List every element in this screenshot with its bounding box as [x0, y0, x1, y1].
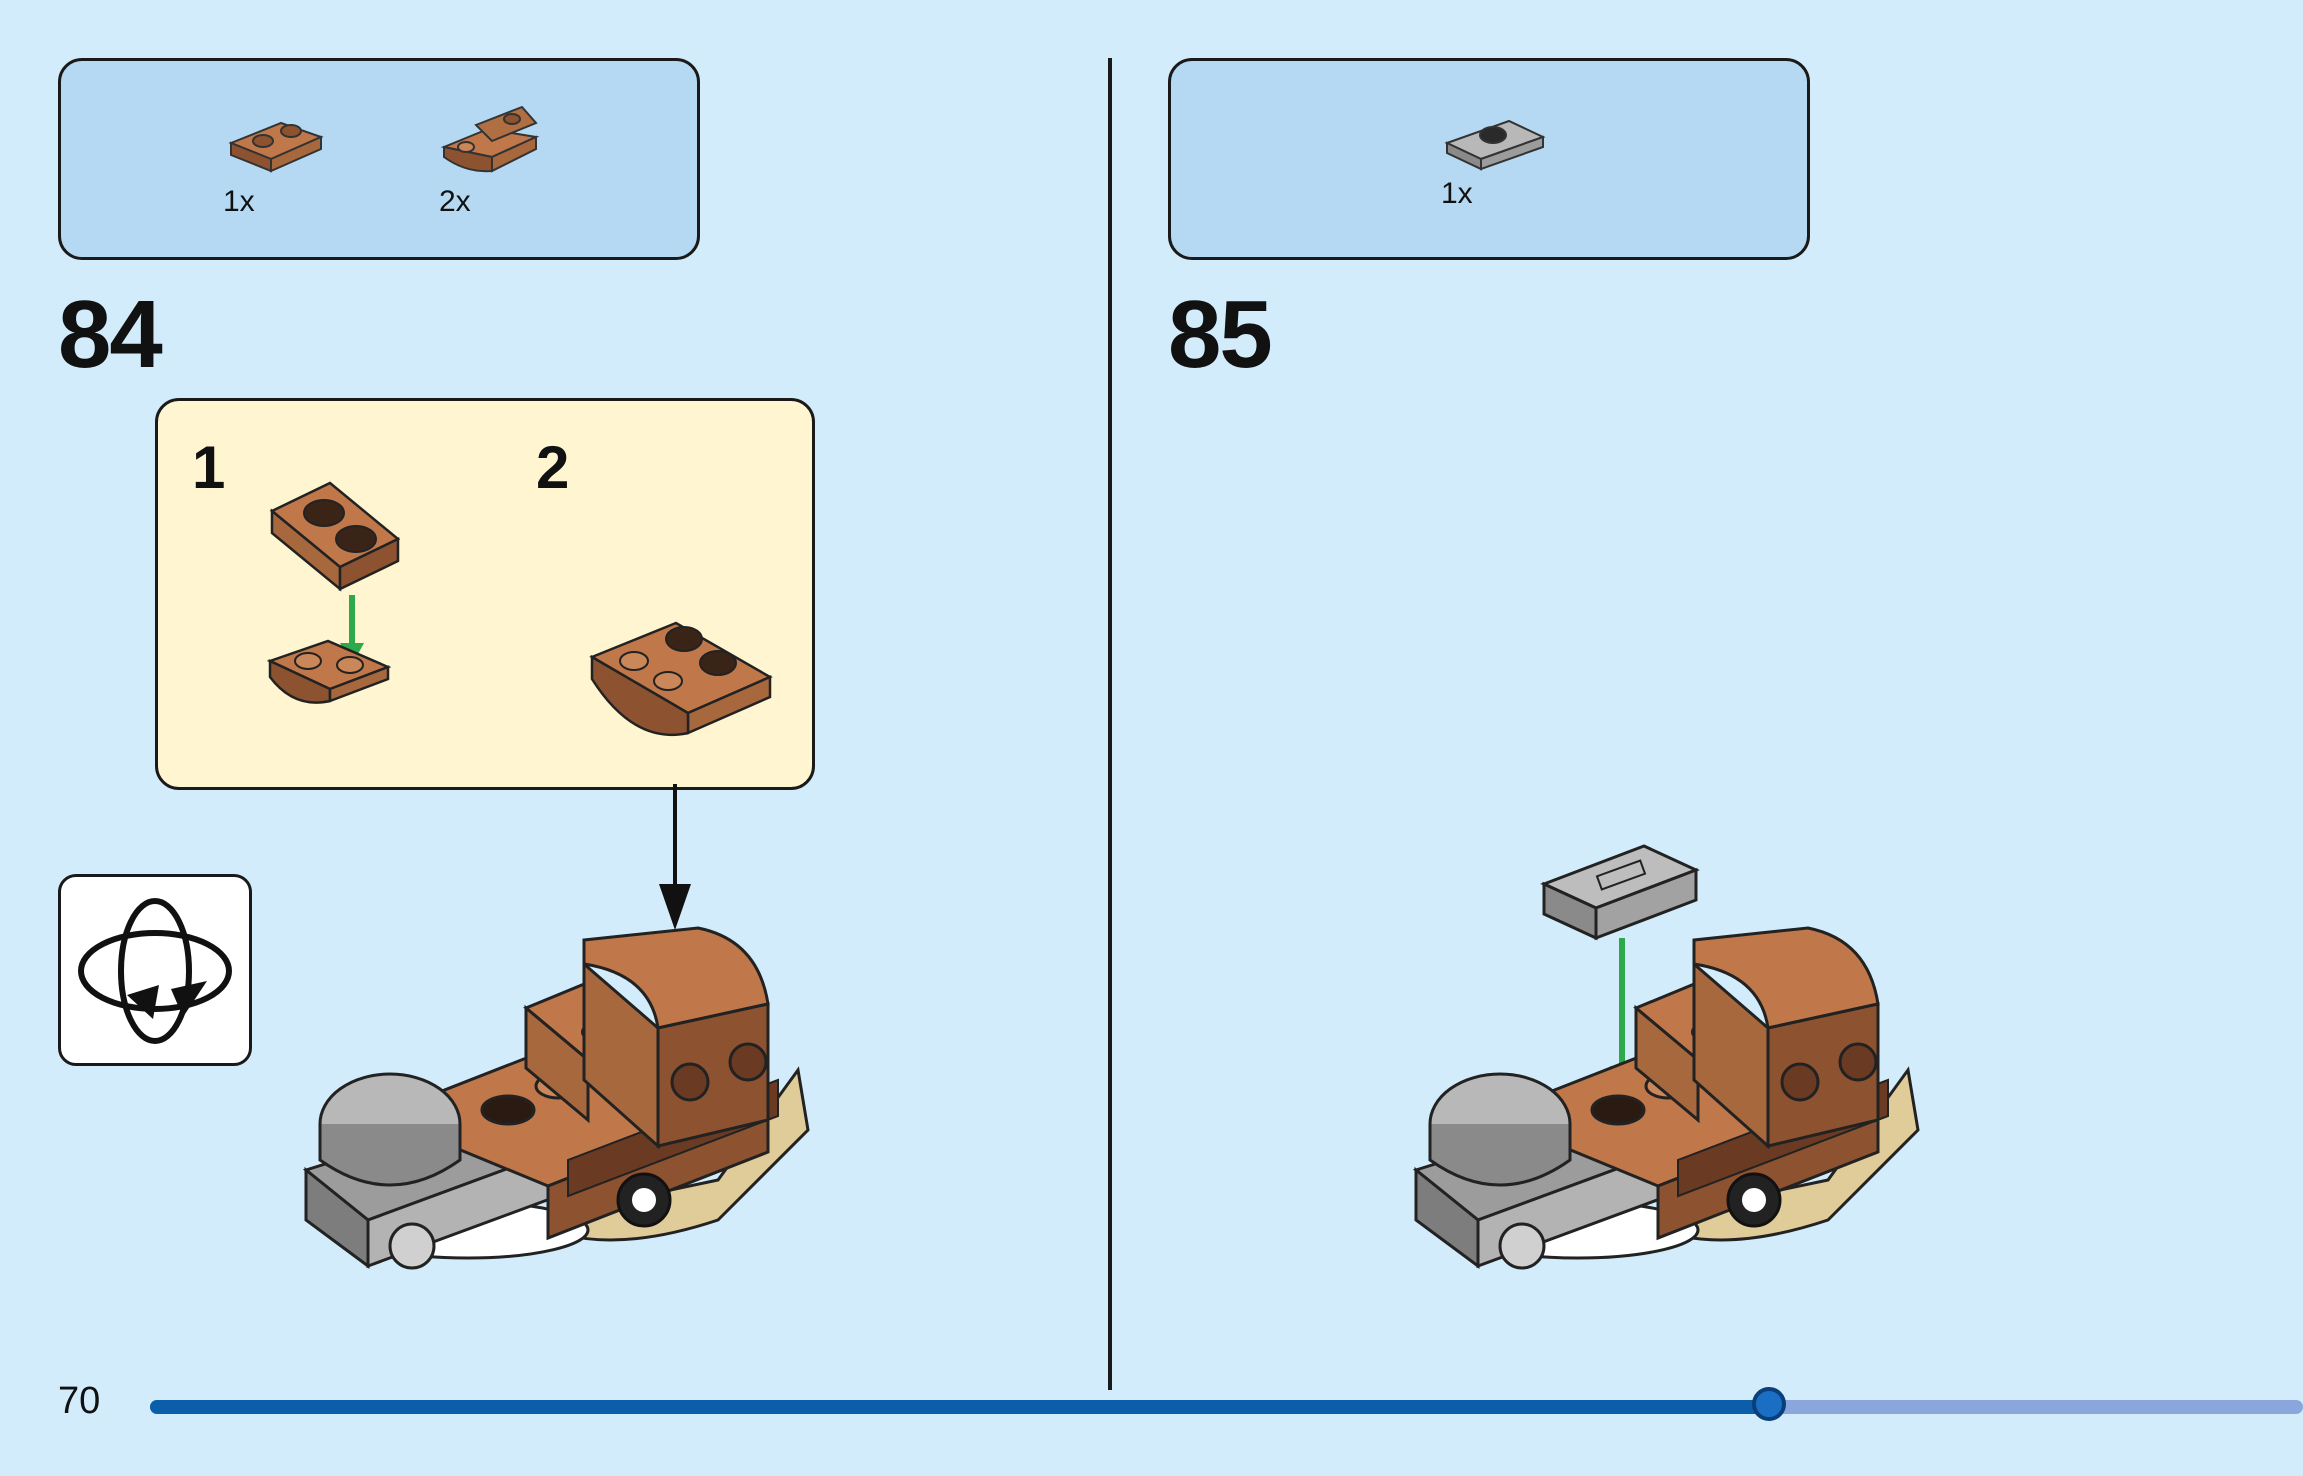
part-qty: 1x [223, 185, 255, 219]
substep-number: 1 [192, 433, 225, 502]
model-illustration-step-85 [1408, 840, 1928, 1300]
progress-marker [1752, 1387, 1786, 1421]
gray-tile-with-stud-icon [1439, 111, 1549, 181]
substep-1-illustration [258, 471, 448, 731]
progress-bar [150, 1400, 2303, 1414]
parts-box-step-84: 1x 2x [58, 58, 700, 260]
step-number-85: 85 [1168, 280, 1271, 390]
step-number-84: 84 [58, 280, 161, 390]
model-illustration-step-84 [298, 920, 818, 1300]
part-qty: 2x [439, 185, 471, 219]
rotate-instruction-box [58, 874, 252, 1066]
part-qty: 1x [1441, 177, 1473, 211]
substep-2-illustration [584, 601, 784, 751]
rotate-model-icon [75, 891, 235, 1051]
parts-box-step-85: 1x [1168, 58, 1810, 260]
brown-plate-1x2-icon [221, 101, 331, 181]
placement-arrow [655, 784, 695, 932]
subassembly-box: 1 2 [155, 398, 815, 790]
progress-bar-fill [150, 1400, 1769, 1414]
brown-inverted-slope-plate-icon [436, 97, 546, 183]
substep-number: 2 [536, 433, 569, 502]
page-number: 70 [58, 1380, 100, 1423]
step-divider [1108, 58, 1112, 1390]
